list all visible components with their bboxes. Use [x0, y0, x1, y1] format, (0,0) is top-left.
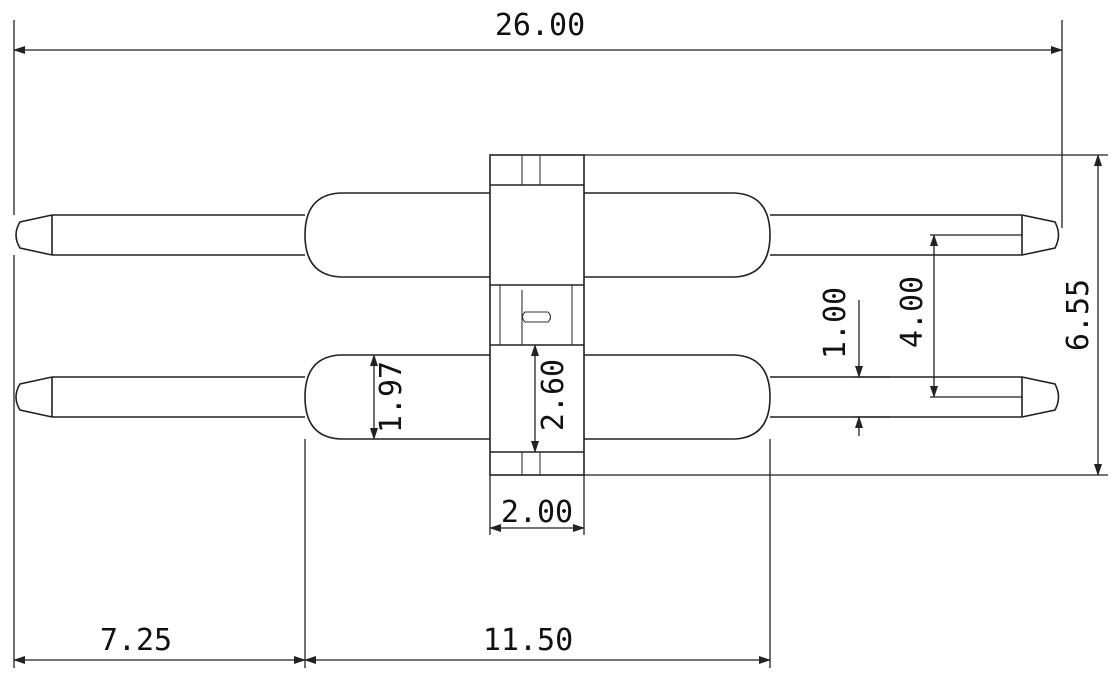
dim-housing-width-label: 2.00 [501, 495, 573, 530]
dim-overall-length-label: 26.00 [495, 8, 585, 43]
dim-pin-pitch-label: 4.00 [895, 276, 930, 348]
dim-overall-height: 6.55 [584, 154, 1108, 476]
upper-pin-right-tip [770, 214, 1060, 256]
dim-pin-pitch: 4.00 [895, 234, 1022, 398]
dim-left-pin-length-label: 7.25 [100, 623, 172, 658]
dim-overall-length: 26.00 [13, 8, 1063, 228]
upper-pin-left-tip [15, 214, 305, 256]
dim-overall-height-label: 6.55 [1061, 279, 1096, 351]
lower-pin-right-tip [770, 376, 1060, 418]
lower-pin-left-tip [15, 376, 305, 418]
dim-housing-width: 2.00 [489, 475, 585, 535]
dim-collar-diameter-label: 1.97 [374, 361, 409, 433]
dim-pin-width-label: 1.00 [818, 287, 853, 359]
dim-housing-height-label: 2.60 [536, 359, 571, 431]
housing-latch [521, 311, 552, 323]
dim-collar-length: 11.50 [304, 439, 771, 668]
dim-collar-length-label: 11.50 [483, 623, 573, 658]
dim-pin-width: 1.00 [818, 287, 890, 436]
dim-collar-diameter: 1.97 [370, 354, 409, 440]
dim-left-pin-length: 7.25 [13, 255, 306, 668]
dim-housing-height: 2.60 [531, 344, 571, 453]
